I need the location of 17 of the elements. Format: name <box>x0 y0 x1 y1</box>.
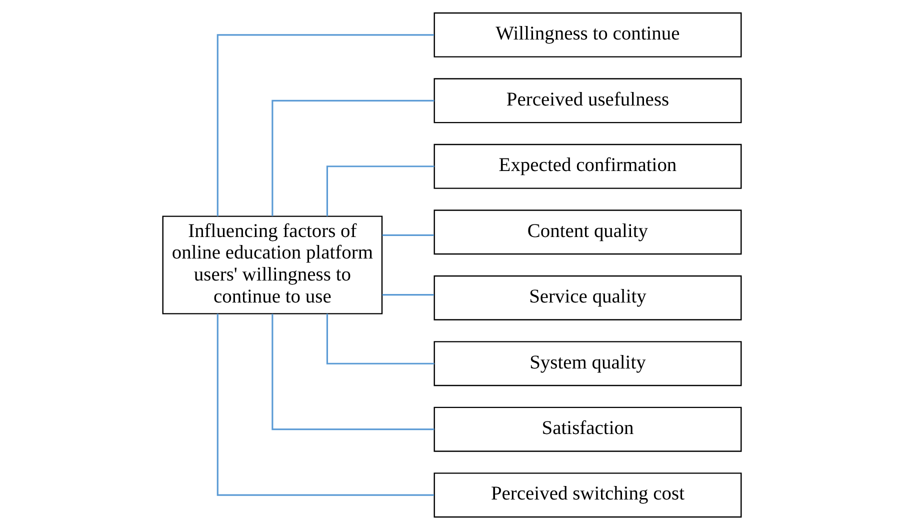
connector <box>382 294 434 296</box>
node-box: Content quality <box>434 210 742 255</box>
node-box: Expected confirmation <box>434 144 742 189</box>
connector <box>216 34 434 216</box>
connector <box>272 314 434 430</box>
node-box: Willingness to continue <box>434 12 742 58</box>
connector <box>382 234 434 236</box>
node-box: Perceived usefulness <box>434 78 742 124</box>
connector <box>216 314 434 496</box>
node-box: Service quality <box>434 275 742 320</box>
connector <box>326 166 434 216</box>
node-box: Influencing factors of online education platform users' willingness to continue to use <box>162 216 383 314</box>
node-box: Satisfaction <box>434 406 742 452</box>
connector <box>272 100 434 216</box>
connector <box>326 314 434 364</box>
node-box: System quality <box>434 341 742 386</box>
node-box: Perceived switching cost <box>434 472 742 518</box>
